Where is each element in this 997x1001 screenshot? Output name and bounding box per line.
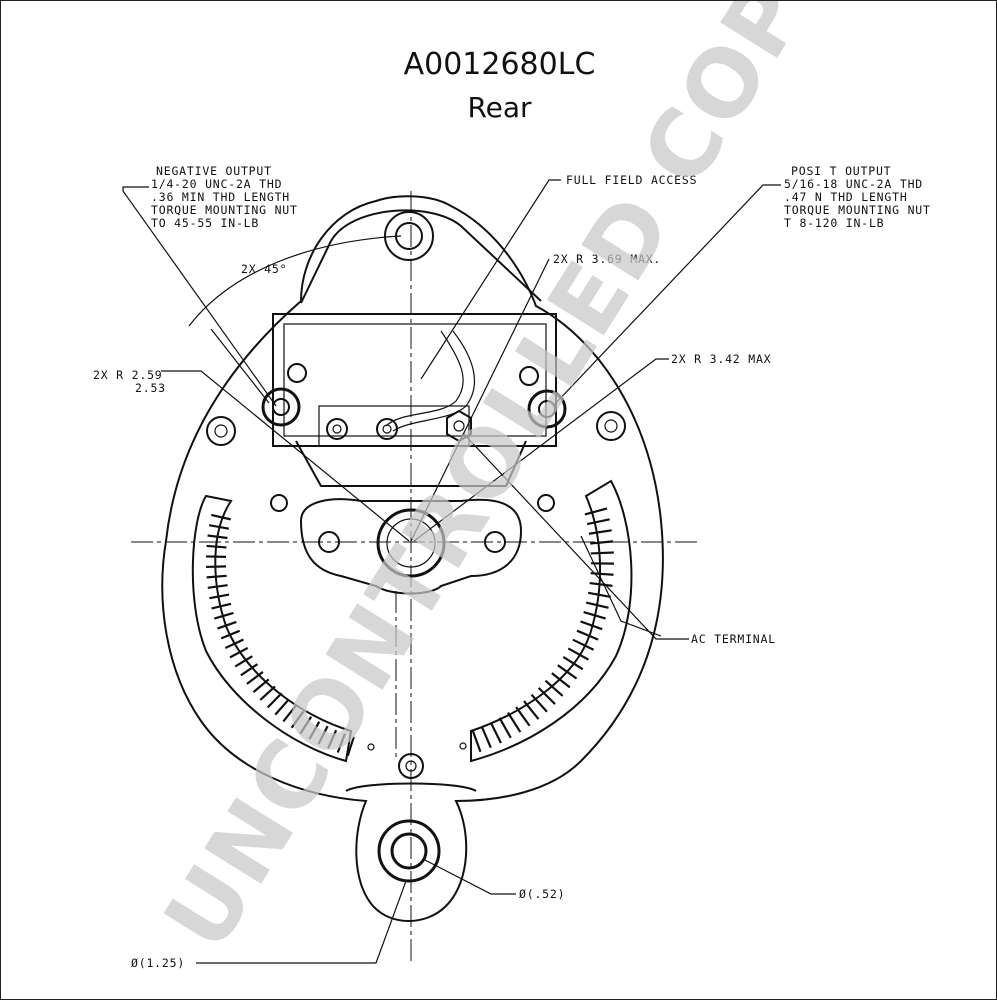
plate-hole-ul: [271, 495, 287, 511]
vent-slot: [587, 519, 610, 524]
vent-slot: [516, 707, 529, 726]
vent-slot: [207, 576, 227, 578]
vent-slot: [563, 657, 582, 669]
vent-slot: [208, 585, 228, 588]
callout-ac-terminal: AC TERMINAL: [691, 632, 776, 646]
plate-hole-ur: [538, 495, 554, 511]
vent-slot: [211, 515, 230, 519]
svg-text:TORQUE MOUNTING NUT: TORQUE MOUNTING NUT: [784, 203, 931, 217]
bottom-mount-boss: [379, 821, 439, 881]
vent-slot: [590, 583, 613, 586]
vent-slot: [545, 681, 562, 696]
svg-text:POSI T OUTPUT: POSI T OUTPUT: [791, 164, 891, 178]
vent-slot: [508, 713, 520, 732]
callout-radius-259: 2X R 2.59 2.53: [93, 368, 166, 395]
bottom-mount-hole: [392, 834, 426, 868]
vent-slot: [585, 508, 607, 514]
vent-slot: [260, 686, 275, 700]
vent-slot: [589, 530, 612, 533]
svg-text:5/16-18 UNC-2A THD: 5/16-18 UNC-2A THD: [784, 177, 923, 191]
svg-text:1/4-20 UNC-2A THD: 1/4-20 UNC-2A THD: [151, 177, 282, 191]
callout-dia-052: Ø(.52): [519, 887, 565, 901]
svg-text:TO 45-55 IN-LB: TO 45-55 IN-LB: [151, 216, 259, 230]
svg-text:TORQUE MOUNTING NUT: TORQUE MOUNTING NUT: [151, 203, 298, 217]
vent-slot: [225, 639, 243, 647]
callout-negative-output: NEGATIVE OUTPUT 1/4-20 UNC-2A THD .36 MI…: [151, 164, 298, 230]
svg-text:.36 MIN THD LENGTH: .36 MIN THD LENGTH: [151, 190, 290, 204]
vent-slot: [491, 722, 501, 743]
vent-slot: [206, 566, 226, 567]
vent-slot: [499, 718, 510, 738]
field-wire-1: [386, 331, 463, 426]
svg-text:2.53: 2.53: [135, 381, 166, 395]
callout-dia-125: Ø(1.25): [131, 956, 185, 970]
callout-angle-45: 2X 45°: [241, 262, 287, 276]
vent-slot: [473, 730, 481, 752]
svg-text:T 8-120 IN-LB: T 8-120 IN-LB: [784, 216, 884, 230]
vent-slot: [591, 552, 614, 553]
vent-slot: [208, 536, 228, 538]
vent-slot: [207, 546, 227, 547]
vent-slot: [524, 701, 538, 719]
vent-slot: [482, 727, 491, 748]
vent-slot: [253, 679, 268, 692]
svg-text:.47 N THD LENGTH: .47 N THD LENGTH: [784, 190, 908, 204]
uncontrolled-copy-watermark: UNCONTROLLED COPY: [144, 1, 865, 968]
callout-radius-342: 2X R 3.42 MAX: [671, 352, 771, 366]
vent-slot: [558, 665, 577, 678]
callout-positive-output: POSI T OUTPUT 5/16-18 UNC-2A THD .47 N T…: [784, 164, 931, 230]
svg-text:NEGATIVE OUTPUT: NEGATIVE OUTPUT: [156, 164, 272, 178]
svg-text:2X R 2.59: 2X R 2.59: [93, 368, 163, 382]
